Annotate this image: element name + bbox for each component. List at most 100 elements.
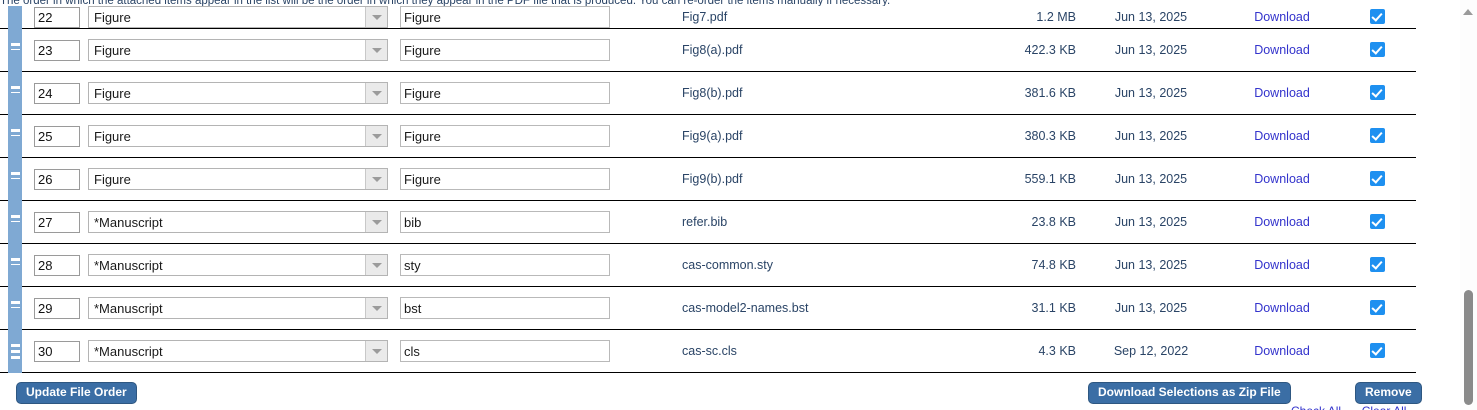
type-cell: Figure — [88, 115, 400, 158]
selection-links: Check All Clear All — [1291, 404, 1406, 410]
scrollbar-thumb[interactable] — [1464, 290, 1473, 405]
file-size-text: 74.8 KB — [1031, 258, 1076, 272]
description-input[interactable] — [400, 6, 610, 28]
description-input[interactable] — [400, 211, 610, 233]
download-link[interactable]: Download — [1254, 172, 1310, 186]
chevron-down-icon[interactable] — [365, 212, 387, 232]
chevron-down-icon[interactable] — [365, 341, 387, 361]
chevron-down-icon[interactable] — [365, 169, 387, 189]
item-type-select[interactable]: Figure — [88, 39, 388, 61]
update-file-order-button[interactable]: Update File Order — [16, 382, 137, 404]
order-input[interactable] — [34, 6, 80, 28]
type-cell: Figure — [88, 72, 400, 115]
download-link[interactable]: Download — [1254, 215, 1310, 229]
scroll-up-arrow-icon[interactable] — [1463, 9, 1473, 15]
file-size-text: 31.1 KB — [1031, 301, 1076, 315]
order-input[interactable] — [34, 297, 80, 319]
order-input[interactable] — [34, 39, 80, 61]
description-input[interactable] — [400, 297, 610, 319]
download-link[interactable]: Download — [1254, 258, 1310, 272]
chevron-down-icon[interactable] — [365, 126, 387, 146]
select-checkbox[interactable] — [1369, 214, 1385, 230]
file-date-text: Jun 13, 2025 — [1114, 172, 1188, 186]
item-type-select[interactable]: *Manuscript — [88, 211, 388, 233]
description-input[interactable] — [400, 340, 610, 362]
item-type-value: *Manuscript — [94, 257, 163, 273]
description-input[interactable] — [400, 168, 610, 190]
item-type-value: Figure — [94, 42, 131, 58]
chevron-down-icon[interactable] — [365, 83, 387, 103]
download-link[interactable]: Download — [1254, 344, 1310, 358]
description-cell — [400, 287, 682, 330]
table-row: Figure Fig7.pdf 1.2 MB Jun 13, 2025 Download — [0, 6, 1416, 70]
select-checkbox[interactable] — [1369, 9, 1385, 25]
item-type-value: Figure — [94, 9, 131, 25]
file-date-text: Jun 13, 2025 — [1114, 258, 1188, 272]
order-input[interactable] — [34, 125, 80, 147]
item-type-select[interactable]: Figure — [88, 82, 388, 104]
order-input[interactable] — [34, 82, 80, 104]
chevron-down-icon[interactable] — [365, 255, 387, 275]
order-input[interactable] — [34, 340, 80, 362]
type-cell: Figure — [88, 6, 400, 29]
remove-button[interactable]: Remove — [1355, 382, 1422, 404]
select-checkbox[interactable] — [1369, 171, 1385, 187]
item-type-select[interactable]: Figure — [88, 168, 388, 190]
file-date-text: Jun 13, 2025 — [1114, 215, 1188, 229]
item-type-select[interactable]: *Manuscript — [88, 297, 388, 319]
description-input[interactable] — [400, 254, 610, 276]
filename-cell: Fig8(b).pdf — [682, 72, 956, 115]
select-checkbox[interactable] — [1369, 42, 1385, 58]
description-cell — [400, 115, 682, 158]
file-size-text: 380.3 KB — [1024, 129, 1076, 143]
description-input[interactable] — [400, 82, 610, 104]
download-link[interactable]: Download — [1254, 10, 1310, 24]
download-selections-as-zip-button[interactable]: Download Selections as Zip File — [1088, 382, 1291, 404]
download-link[interactable]: Download — [1254, 301, 1310, 315]
description-input[interactable] — [400, 39, 610, 61]
description-cell — [400, 158, 682, 201]
filename-text: cas-common.sty — [682, 258, 773, 272]
file-date-text: Jun 13, 2025 — [1114, 43, 1188, 57]
file-size-text: 1.2 MB — [1036, 10, 1076, 24]
order-cell — [30, 244, 88, 287]
download-link[interactable]: Download — [1254, 43, 1310, 57]
download-link[interactable]: Download — [1254, 129, 1310, 143]
select-checkbox[interactable] — [1369, 257, 1385, 273]
order-input[interactable] — [34, 254, 80, 276]
type-cell: Figure — [88, 158, 400, 201]
order-cell — [30, 158, 88, 201]
chevron-down-icon[interactable] — [365, 298, 387, 318]
select-checkbox[interactable] — [1369, 343, 1385, 359]
item-type-select[interactable]: Figure — [88, 125, 388, 147]
item-type-select[interactable]: *Manuscript — [88, 254, 388, 276]
order-input[interactable] — [34, 211, 80, 233]
chevron-down-icon[interactable] — [365, 7, 387, 27]
item-type-value: *Manuscript — [94, 214, 163, 230]
select-checkbox-cell — [1338, 244, 1416, 287]
filename-cell: refer.bib — [682, 201, 956, 244]
download-link[interactable]: Download — [1254, 86, 1310, 100]
check-all-link[interactable]: Check All — [1291, 404, 1341, 410]
description-cell — [400, 6, 682, 29]
item-type-select[interactable]: *Manuscript — [88, 340, 388, 362]
order-cell — [30, 29, 88, 72]
item-type-select[interactable]: Figure — [88, 6, 388, 28]
file-date-text: Jun 13, 2025 — [1114, 86, 1188, 100]
select-checkbox[interactable] — [1369, 128, 1385, 144]
vertical-scrollbar[interactable] — [1460, 0, 1477, 410]
description-input[interactable] — [400, 125, 610, 147]
filename-text: Fig7.pdf — [682, 10, 728, 24]
type-cell: Figure — [88, 29, 400, 72]
type-cell: *Manuscript — [88, 287, 400, 330]
chevron-down-icon[interactable] — [365, 40, 387, 60]
filename-cell: cas-sc.cls — [682, 330, 956, 373]
order-input[interactable] — [34, 168, 80, 190]
drag-handle-icon[interactable] — [8, 308, 22, 373]
select-checkbox-cell — [1338, 115, 1416, 158]
select-checkbox[interactable] — [1369, 85, 1385, 101]
select-checkbox[interactable] — [1369, 300, 1385, 316]
clear-all-link[interactable]: Clear All — [1362, 404, 1407, 410]
